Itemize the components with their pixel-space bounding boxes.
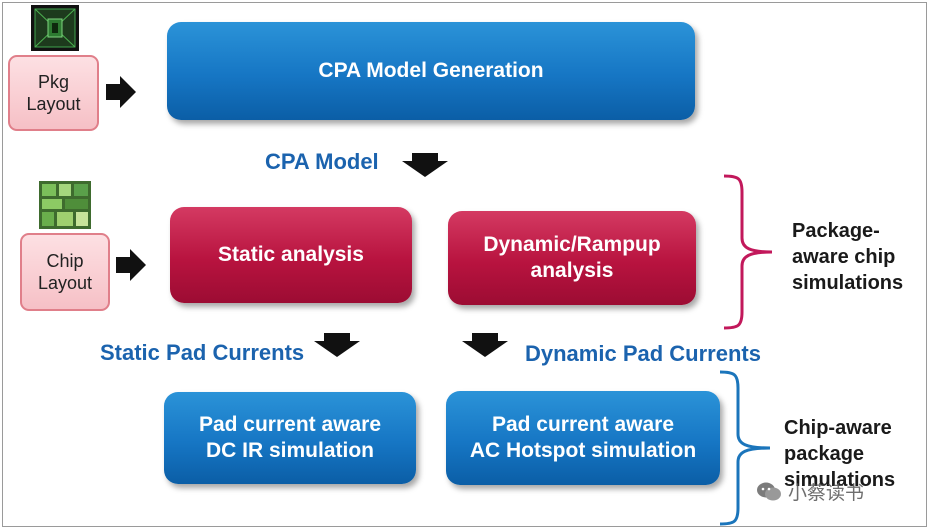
chip-layout-box: Chip Layout: [20, 233, 110, 311]
watermark: 小蔡读书: [756, 478, 864, 505]
ac-hotspot-simulation-box: Pad current aware AC Hotspot simulation: [446, 391, 720, 485]
arrow-right-chip: [116, 249, 146, 281]
arrow-right-pkg: [106, 76, 136, 108]
chip-aware-brace: [719, 370, 771, 526]
package-aware-chip-simulations-caption: Package- aware chip simulations: [792, 220, 904, 294]
chip-layout-thumbnail: [39, 181, 91, 229]
static-analysis-box: Static analysis: [170, 207, 412, 303]
arrow-down-static: [314, 333, 360, 357]
chip-aware-package-simulations-caption: Chip-aware package simulations: [784, 417, 896, 491]
dynamic-pad-currents-label: Dynamic Pad Currents: [525, 341, 761, 366]
cpa-model-label: CPA Model: [265, 149, 379, 174]
watermark-text: 小蔡读书: [788, 483, 865, 504]
dc-ir-simulation-box: Pad current aware DC IR simulation: [164, 392, 416, 484]
pkg-layout-box: Pkg Layout: [8, 55, 99, 131]
pkg-layout-thumbnail: [31, 5, 79, 51]
chat-bubble-icon: [757, 482, 781, 500]
package-aware-brace: [723, 174, 773, 330]
dynamic-rampup-analysis-box: Dynamic/Rampup analysis: [448, 211, 696, 305]
arrow-down-dynamic: [462, 333, 508, 357]
cpa-model-generation-box: CPA Model Generation: [167, 22, 695, 120]
arrow-down-cpa-model: [402, 153, 448, 177]
static-pad-currents-label: Static Pad Currents: [100, 340, 305, 365]
